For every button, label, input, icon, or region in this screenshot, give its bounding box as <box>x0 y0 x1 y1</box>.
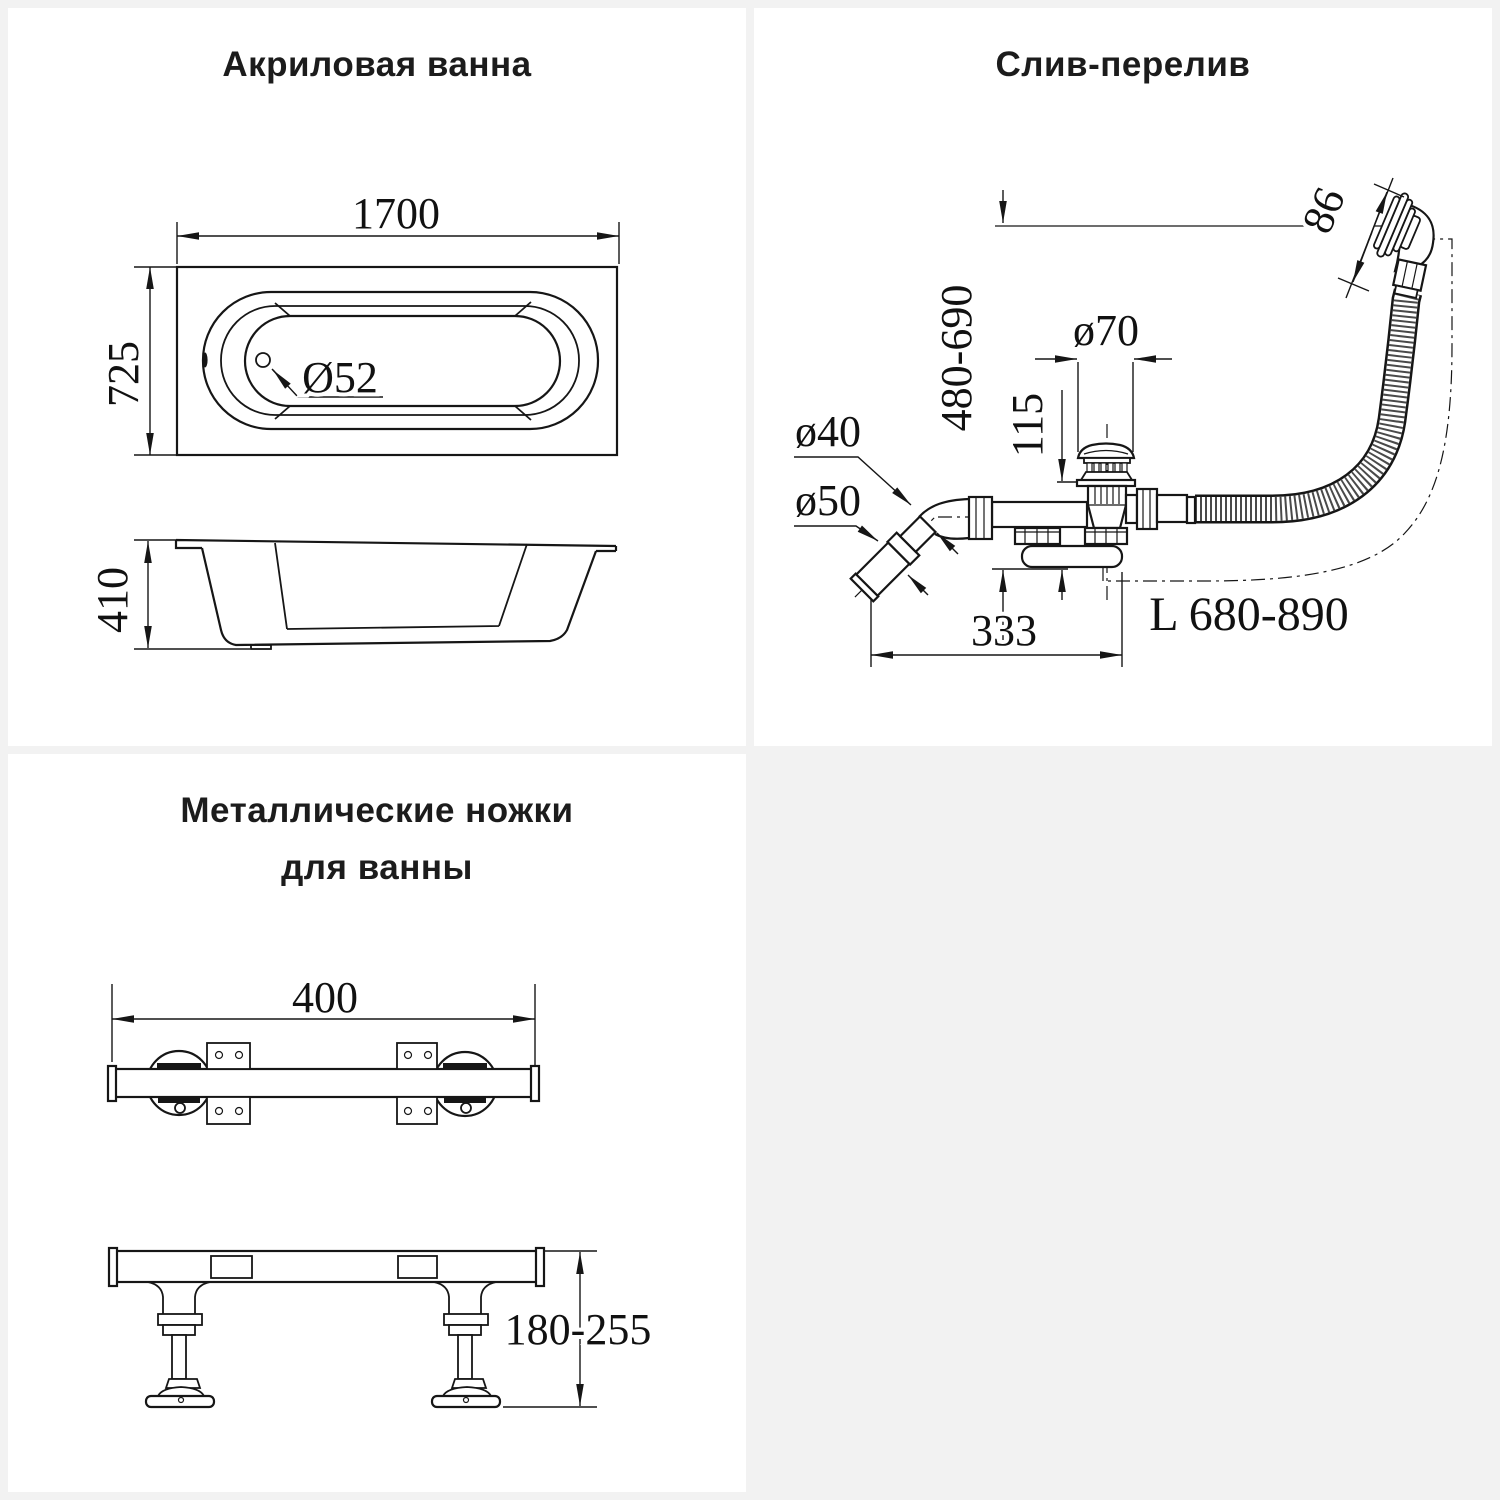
dim-label-cap-diameter: ø70 <box>1073 306 1139 355</box>
leg-bar <box>110 1067 537 1099</box>
dim-tub-width <box>134 266 177 456</box>
dim-label-legs-width: 400 <box>292 973 358 1022</box>
dim-label-d50: ø50 <box>795 476 861 525</box>
dim-label-d40: ø40 <box>795 407 861 456</box>
union-nut-right <box>1135 487 1159 531</box>
drain-overflow-assembly <box>794 177 1453 667</box>
tub-drain-stub <box>250 644 272 650</box>
dim-legs-width <box>111 984 536 1066</box>
dim-label-hose-length: L 680-890 <box>1149 588 1349 641</box>
title-metal-legs: Металлические ножки для ванны <box>8 782 746 896</box>
panel-drain-overflow <box>754 8 1492 746</box>
flange-nuts <box>1013 526 1129 546</box>
title-metal-legs-line1: Металлические ножки <box>180 791 574 830</box>
corrugated-hose <box>1195 288 1423 524</box>
overflow-fitting <box>1373 192 1435 299</box>
outlet-pipe-angled <box>849 497 970 603</box>
panel-metal-legs <box>8 754 746 1492</box>
dim-label-legs-height: 180-255 <box>505 1305 652 1354</box>
hose-length-path <box>1102 238 1453 582</box>
overflow-hole-mark <box>202 352 208 368</box>
title-metal-legs-line2: для ванны <box>281 848 473 887</box>
mounting-plates <box>206 1042 438 1125</box>
tub-top-view <box>175 265 619 457</box>
legs-side-view <box>107 1246 546 1409</box>
dim-label-install-height: 480-690 <box>932 285 981 432</box>
inlet-pipe <box>990 500 1089 529</box>
legs-top-view <box>106 1042 541 1125</box>
leader-d50 <box>794 525 929 596</box>
dim-label-under-tub-height: 115 <box>1003 393 1052 457</box>
leg-bar-side <box>114 1249 539 1284</box>
drain-hole <box>255 352 271 368</box>
title-drain-overflow: Слив-перелив <box>995 45 1251 84</box>
dim-label-overflow-face: 86 <box>1293 181 1355 241</box>
panel-acrylic-bathtub <box>8 8 746 746</box>
dim-label-tub-height: 410 <box>88 567 137 633</box>
dim-install-height <box>992 190 1068 648</box>
dim-offset-333 <box>870 572 1123 667</box>
dim-under-tub-height <box>1057 390 1078 600</box>
leg-left <box>144 1281 216 1409</box>
dim-label-tub-length: 1700 <box>352 189 440 238</box>
dim-label-drain-hole: Ø52 <box>302 353 378 402</box>
tub-side-view <box>174 538 618 650</box>
dim-legs-height <box>503 1250 597 1408</box>
dim-tub-height <box>134 539 250 650</box>
union-nut-left <box>967 495 994 541</box>
drain-valve <box>1013 424 1197 604</box>
dim-label-offset-333: 333 <box>971 606 1037 655</box>
dim-overflow-face <box>1337 177 1405 299</box>
leg-right <box>430 1281 502 1409</box>
dim-tub-length <box>176 222 620 264</box>
leader-d40 <box>794 456 959 555</box>
title-acrylic-bathtub: Акриловая ванна <box>222 45 532 84</box>
dim-cap-diameter <box>1035 355 1172 452</box>
dim-label-tub-width: 725 <box>99 341 148 407</box>
under-tub-flange <box>1020 544 1124 569</box>
